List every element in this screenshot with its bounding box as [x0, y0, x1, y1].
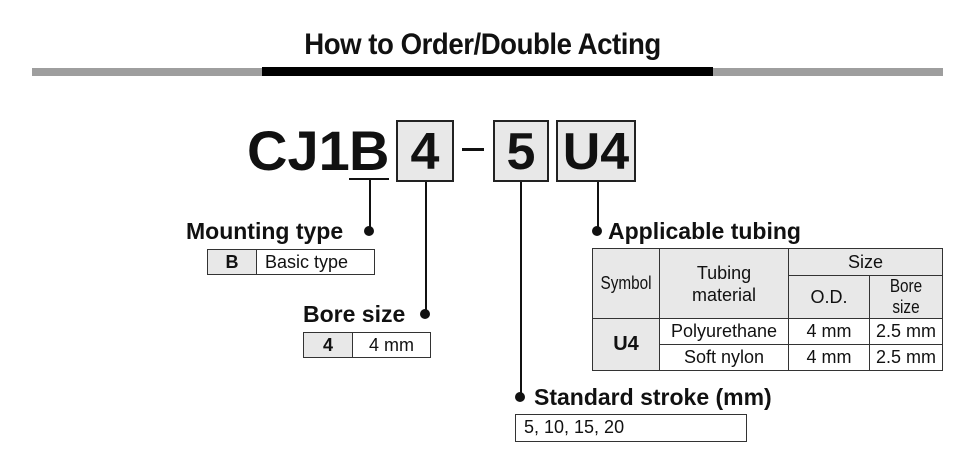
bore-size-label: Bore size — [303, 301, 406, 327]
header-symbol: Symbol — [591, 248, 661, 319]
bullet-dot — [364, 226, 374, 236]
code-separator — [462, 148, 484, 151]
bullet-dot — [515, 392, 525, 402]
tubing-material: Soft nylon — [659, 344, 790, 371]
header-tubing-material: Tubing material — [659, 248, 790, 319]
header-size: Size — [788, 248, 943, 276]
table-header-row: Symbol Tubing material Size — [591, 248, 943, 319]
mounting-type-table: B Basic type — [207, 249, 375, 275]
tubing-bore: 2.5 mm — [869, 344, 943, 371]
bore-symbol: 4 — [303, 332, 353, 358]
table-row: U4 Polyurethane 4 mm 2.5 mm — [591, 318, 943, 371]
mounting-type-label: Mounting type — [186, 218, 344, 244]
table-row: Soft nylon 4 mm 2.5 mm — [593, 344, 943, 371]
leader-bore — [425, 182, 427, 313]
tubing-symbol: U4 — [591, 318, 661, 371]
standard-stroke-value: 5, 10, 15, 20 — [515, 414, 747, 442]
table-row: B Basic type — [207, 249, 375, 275]
tubing-material: Polyurethane — [659, 318, 790, 345]
tubing-bore: 2.5 mm — [869, 318, 943, 345]
header-od: O.D. — [788, 275, 870, 319]
tubing-code-box: U4 — [556, 120, 636, 182]
mounting-symbol: B — [207, 249, 257, 275]
stroke-code-box: 5 — [493, 120, 549, 182]
bore-description: 4 mm — [352, 332, 431, 358]
applicable-tubing-label: Applicable tubing — [608, 218, 801, 244]
bore-code-box: 4 — [396, 120, 454, 182]
mounting-code: B — [349, 119, 390, 182]
leader-tubing — [597, 182, 599, 230]
tubing-od: 4 mm — [788, 344, 870, 371]
mounting-description: Basic type — [256, 249, 375, 275]
model-prefix: CJ1 — [247, 119, 350, 182]
title-rule-accent — [262, 67, 713, 76]
page-title: How to Order/Double Acting — [304, 28, 661, 61]
standard-stroke-label: Standard stroke (mm) — [534, 384, 772, 410]
bullet-dot — [592, 226, 602, 236]
bore-size-table: 4 4 mm — [303, 332, 431, 358]
mounting-code-underline — [349, 178, 389, 180]
leader-stroke — [520, 182, 522, 395]
tubing-od: 4 mm — [788, 318, 870, 345]
header-bore-size: Bore size — [869, 275, 943, 319]
table-row: 4 4 mm — [303, 332, 431, 358]
bullet-dot — [420, 309, 430, 319]
leader-mounting — [369, 180, 371, 230]
applicable-tubing-table: Symbol Tubing material Size O.D. Bore si… — [591, 248, 943, 371]
